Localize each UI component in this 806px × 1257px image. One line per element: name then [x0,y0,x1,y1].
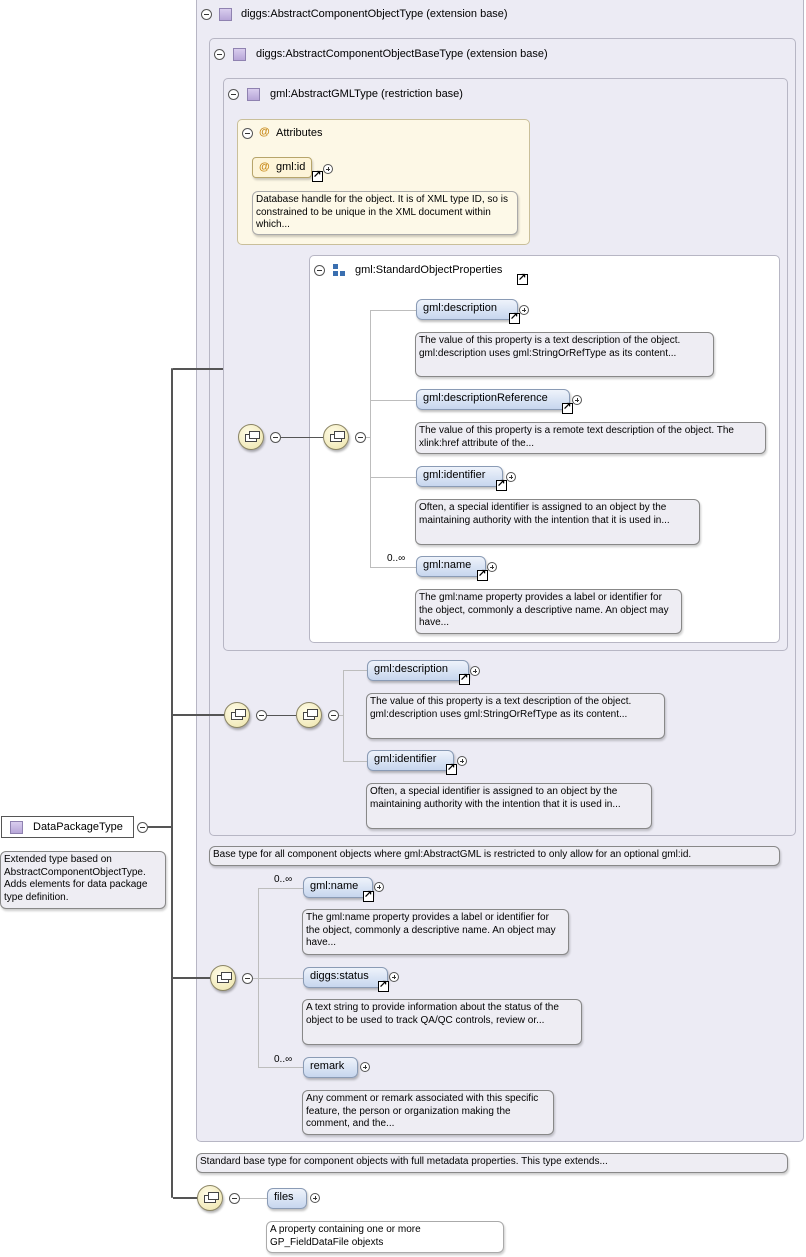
expand-icon[interactable] [310,1193,320,1203]
sequence-compositor-icon[interactable] [224,702,250,728]
element-doc: Any comment or remark associated with th… [302,1090,554,1135]
reference-link-icon[interactable] [378,979,389,992]
complex-type-icon [233,48,246,61]
expand-icon[interactable] [374,882,384,892]
expand-icon[interactable] [457,756,467,766]
element-doc: The value of this property is a remote t… [415,422,766,454]
element-doc: The gml:name property provides a label o… [302,909,569,955]
attribute-icon: @ [259,126,270,138]
sequence-compositor-icon[interactable] [296,702,322,728]
reference-link-icon[interactable] [477,568,488,581]
reference-link-icon[interactable] [562,401,573,414]
root-doc: Extended type based on AbstractComponent… [0,851,166,909]
expand-icon[interactable] [389,972,399,982]
attribute-gml-id[interactable]: @ gml:id [252,157,312,178]
collapse-icon[interactable] [256,710,267,721]
collapse-icon[interactable] [242,973,253,984]
group-title: gml:StandardObjectProperties [355,264,503,276]
expand-icon[interactable] [323,164,333,174]
element-doc: The value of this property is a text des… [366,693,665,739]
expand-icon[interactable] [470,666,480,676]
multiplicity-label: 0..∞ [274,874,293,885]
collapse-icon[interactable] [328,710,339,721]
collapse-icon[interactable] [137,822,148,833]
collapse-icon[interactable] [229,1193,240,1204]
element-files[interactable]: files [267,1188,307,1209]
expand-icon[interactable] [487,562,497,572]
attribute-name: gml:id [276,161,306,173]
element-doc: Often, a special identifier is assigned … [415,499,700,545]
element-doc: A property containing one or more GP_Fie… [266,1221,504,1253]
group-icon [333,264,345,276]
reference-link-icon[interactable] [363,889,374,902]
root-name: DataPackageType [33,821,123,833]
collapse-icon[interactable] [355,432,366,443]
sequence-compositor-icon[interactable] [197,1185,223,1211]
sequence-compositor-icon[interactable] [323,424,349,450]
element-gml-description[interactable]: gml:description [367,660,469,681]
complex-type-icon [10,821,23,834]
element-doc: A text string to provide information abo… [302,999,582,1045]
expand-icon[interactable] [519,305,529,315]
attribute-doc: Database handle for the object. It is of… [252,191,518,235]
attributes-title: Attributes [276,127,323,139]
element-gml-description-reference[interactable]: gml:descriptionReference [416,389,570,410]
extension-title: diggs:AbstractComponentObjectType (exten… [241,8,508,20]
multiplicity-label: 0..∞ [387,553,406,564]
element-gml-identifier[interactable]: gml:identifier [416,466,503,487]
element-gml-description[interactable]: gml:description [416,299,518,320]
restriction-title: gml:AbstractGMLType (restriction base) [270,88,463,100]
element-doc: The value of this property is a text des… [415,332,714,377]
collapse-icon[interactable] [201,9,212,20]
collapse-icon[interactable] [314,265,325,276]
sequence-compositor-icon[interactable] [210,965,236,991]
reference-link-icon[interactable] [496,478,507,491]
complex-type-icon [247,88,260,101]
root-type-DataPackageType[interactable]: DataPackageType [1,816,134,838]
collapse-icon[interactable] [270,432,281,443]
collapse-icon[interactable] [228,89,239,100]
collapse-icon[interactable] [214,49,225,60]
element-gml-identifier[interactable]: gml:identifier [367,750,454,771]
element-gml-name[interactable]: gml:name [416,556,486,577]
element-diggs-status[interactable]: diggs:status [303,967,388,988]
reference-link-icon[interactable] [446,762,457,775]
element-doc: Often, a special identifier is assigned … [366,783,652,829]
collapse-icon[interactable] [242,128,253,139]
extension-doc: Base type for all component objects wher… [209,846,780,866]
reference-link-icon[interactable] [517,272,528,285]
complex-type-icon [219,8,232,21]
expand-icon[interactable] [506,472,516,482]
expand-icon[interactable] [360,1062,370,1072]
sequence-compositor-icon[interactable] [238,424,264,450]
reference-link-icon[interactable] [509,311,520,324]
element-gml-name[interactable]: gml:name [303,877,373,898]
element-doc: The gml:name property provides a label o… [415,589,682,634]
reference-link-icon[interactable] [459,672,470,685]
extension-doc: Standard base type for component objects… [196,1153,788,1173]
extension-title: diggs:AbstractComponentObjectBaseType (e… [256,48,548,60]
attribute-icon: @ [259,161,270,173]
element-remark[interactable]: remark [303,1057,358,1078]
reference-link-icon[interactable] [312,169,323,182]
expand-icon[interactable] [572,395,582,405]
multiplicity-label: 0..∞ [274,1054,293,1065]
